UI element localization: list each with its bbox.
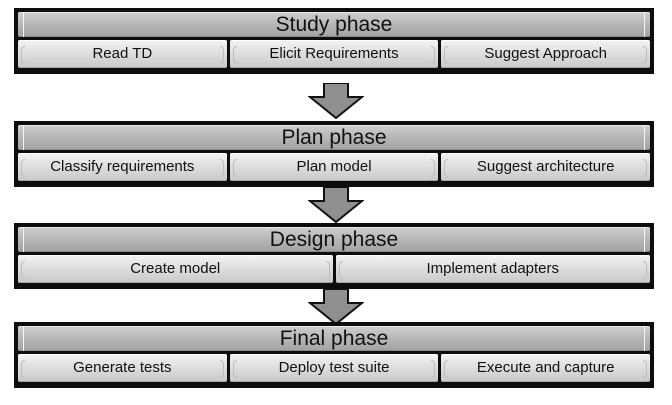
- down-arrow-icon: [308, 289, 364, 325]
- down-arrow-icon: [308, 187, 364, 223]
- task-label: Implement adapters: [426, 260, 560, 277]
- phase-tasks: Classify requirements Plan model Suggest…: [18, 153, 651, 181]
- phase-header: Final phase: [18, 326, 650, 351]
- task-box: Read TD: [18, 40, 227, 68]
- phase-header: Study phase: [18, 12, 650, 37]
- task-box: Execute and capture: [441, 354, 651, 382]
- task-label: Suggest Approach: [484, 45, 607, 62]
- task-label: Deploy test suite: [278, 359, 390, 376]
- phase-title: Final phase: [279, 327, 389, 350]
- phase-tasks: Read TD Elicit Requirements Suggest Appr…: [18, 40, 651, 68]
- phase-title: Plan phase: [281, 126, 387, 149]
- phase-title: Study phase: [275, 13, 393, 36]
- phase-design: Design phase Create model Implement adap…: [14, 223, 654, 289]
- task-label: Execute and capture: [476, 359, 615, 376]
- phase-header: Design phase: [18, 227, 650, 252]
- phase-title: Design phase: [269, 228, 399, 251]
- phase-header: Plan phase: [18, 125, 650, 150]
- task-box: Suggest architecture: [441, 153, 651, 181]
- task-box: Elicit Requirements: [229, 40, 439, 68]
- down-arrow-icon: [308, 83, 364, 119]
- task-box: Implement adapters: [335, 255, 650, 283]
- task-label: Plan model: [296, 158, 372, 175]
- phase-tasks: Generate tests Deploy test suite Execute…: [18, 354, 651, 382]
- task-label: Classify requirements: [50, 158, 195, 175]
- phase-tasks: Create model Implement adapters: [18, 255, 650, 283]
- task-box: Generate tests: [18, 354, 227, 382]
- task-box: Plan model: [229, 153, 439, 181]
- task-box: Deploy test suite: [229, 354, 439, 382]
- phase-final: Final phase Generate tests Deploy test s…: [14, 322, 654, 388]
- task-box: Classify requirements: [18, 153, 227, 181]
- task-box: Suggest Approach: [441, 40, 651, 68]
- task-box: Create model: [18, 255, 333, 283]
- phase-plan: Plan phase Classify requirements Plan mo…: [14, 121, 654, 187]
- task-label: Suggest architecture: [476, 158, 615, 175]
- task-label: Create model: [130, 260, 221, 277]
- task-label: Generate tests: [73, 359, 172, 376]
- task-label: Read TD: [92, 45, 153, 62]
- task-label: Elicit Requirements: [269, 45, 399, 62]
- phase-study: Study phase Read TD Elicit Requirements …: [14, 8, 654, 74]
